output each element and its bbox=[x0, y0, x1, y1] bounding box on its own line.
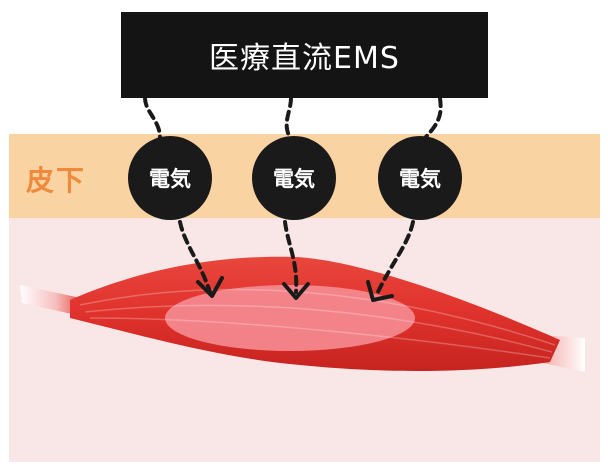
title-box: 医療直流EMS bbox=[121, 12, 488, 98]
electricity-node-1: 電気 bbox=[128, 136, 212, 220]
arrowhead-3 bbox=[366, 280, 394, 302]
arrow-3 bbox=[374, 220, 415, 298]
subcutaneous-label: 皮下 bbox=[26, 164, 87, 197]
connector-line-3 bbox=[423, 96, 443, 140]
arrowhead-1 bbox=[196, 276, 224, 298]
connector-line-2 bbox=[284, 96, 293, 140]
arrow-2 bbox=[283, 220, 299, 294]
muscle bbox=[20, 256, 585, 372]
electricity-node-3: 電気 bbox=[378, 136, 462, 220]
electricity-node-2: 電気 bbox=[252, 136, 336, 220]
muscle-highlight bbox=[165, 285, 415, 351]
arrow-1 bbox=[178, 220, 212, 294]
connector-line-1 bbox=[143, 96, 162, 140]
arrowhead-2 bbox=[282, 282, 310, 300]
